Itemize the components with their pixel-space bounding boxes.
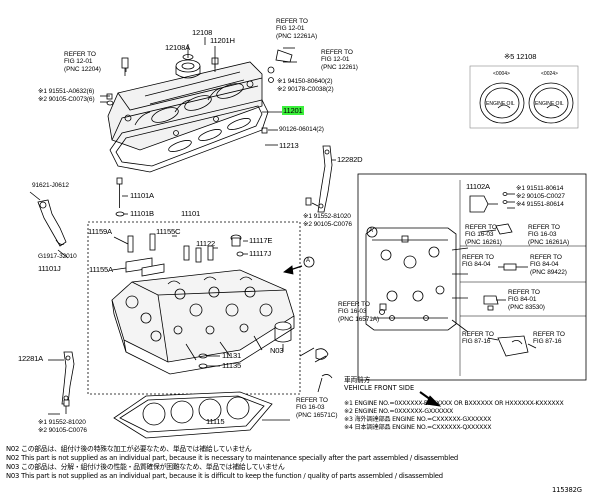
part-91551-a0632[interactable]: ※1 91551-A0632(6) xyxy=(38,88,95,95)
part-11213[interactable]: 11213 xyxy=(279,141,299,150)
cover-gasket xyxy=(109,99,269,173)
engine-hanger-12281a xyxy=(48,351,75,415)
cap-left-label: <0004> xyxy=(493,71,510,77)
inset-part-91551-80614[interactable]: ※4 91551-80614 xyxy=(516,201,564,208)
cylinder-head-cover xyxy=(107,61,263,151)
inset-marker-a-label: A xyxy=(369,228,373,234)
inset-hose-fitting xyxy=(479,223,513,235)
engine-hanger-12282d xyxy=(305,145,336,213)
part-12108a[interactable]: 12108A xyxy=(165,43,190,52)
inset-ref-87-16a[interactable]: REFER TO FIG 87-16 xyxy=(462,331,494,346)
part-94150[interactable]: ※1 94150-80640(2) xyxy=(277,78,333,85)
part-11101b[interactable]: 11101B xyxy=(130,209,154,218)
part-g1917[interactable]: G1917-32010 xyxy=(38,253,77,260)
part-91552-81020[interactable]: ※1 91552-81020 xyxy=(303,213,351,220)
part-90105-b[interactable]: ※2 90105-C0076 xyxy=(38,427,87,434)
part-12282d[interactable]: 12282D xyxy=(337,155,363,164)
oil-filler-cap xyxy=(175,54,201,79)
engine-note-3: ※3 海外調達部品 ENGINE NO.=CXXXXXX-GXXXXXX xyxy=(344,416,492,423)
part-11117j[interactable]: 11117J xyxy=(249,249,272,258)
cap-detail-box xyxy=(469,65,579,129)
footnote-n03-jp: N03 この部品は、分解・組付け後の性能・品質確保が困難なため、単品では補給して… xyxy=(6,463,285,471)
head-gasket xyxy=(113,391,290,439)
part-90105-c0076[interactable]: ※2 90105-C0076 xyxy=(303,221,352,228)
part-90126[interactable]: 90126-06014(2) xyxy=(279,126,324,133)
bolt-top-11201h xyxy=(211,57,219,72)
inset-part-91511-80614[interactable]: ※1 91511-80614 xyxy=(516,185,564,192)
part-91621[interactable]: 91621-J0612 xyxy=(32,182,69,189)
part-12108[interactable]: 12108 xyxy=(192,28,213,37)
part-11155c[interactable]: 11155C xyxy=(156,227,181,236)
cap-right-label: <0024> xyxy=(541,71,558,77)
bolt-90126 xyxy=(261,127,268,134)
ref-12204[interactable]: REFER TO FIG 12-01 (PNC 12204) xyxy=(64,51,101,73)
inset-ref-87-16b[interactable]: REFER TO FIG 87-16 xyxy=(533,331,565,346)
cap-title: ※5 12108 xyxy=(504,52,537,61)
inset-sensor-89422 xyxy=(498,263,528,271)
footnote-n02-jp: N02 この部品は、組付け後の特殊な加工が必要なため、単品では補給していません xyxy=(6,445,252,453)
engine-note-4: ※4 日本調達部品 ENGINE NO.=CXXXXXX-QXXXXXX xyxy=(344,424,492,431)
inset-marker-a xyxy=(366,226,378,238)
bolt-top-left xyxy=(121,57,129,76)
ref-16571a[interactable]: REFER TO FIG 16-03 (PNC 16571A) xyxy=(338,301,380,323)
part-11101j[interactable]: 11101J xyxy=(38,264,61,273)
inset-part-90105-c0027[interactable]: ※2 90105-C0027 xyxy=(516,193,565,200)
bracket-12261 xyxy=(267,49,293,83)
ref-16571c[interactable]: REFER TO FIG 16-03 (PNC 16571C) xyxy=(296,397,338,419)
head-bolt-11101a xyxy=(115,177,128,217)
inset-hose-87-16 xyxy=(487,335,537,357)
side-view-inset xyxy=(357,173,587,381)
ref-12261[interactable]: REFER TO FIG 12-01 (PNC 12261) xyxy=(321,49,358,71)
inset-ref-89422[interactable]: REFER TO FIG 84-04 (PNC 89422) xyxy=(530,254,567,276)
part-11101a[interactable]: 11101A xyxy=(130,191,154,200)
part-n03[interactable]: N03 xyxy=(270,346,284,355)
part-12281a[interactable]: 12281A xyxy=(18,354,43,363)
figure-id: 115382G xyxy=(552,486,582,494)
inset-oil-pressure-switch xyxy=(469,192,515,213)
inset-sensor-83530 xyxy=(483,295,506,311)
part-11115[interactable]: 11115 xyxy=(206,417,225,426)
spark-plug-tube-n03 xyxy=(274,321,292,352)
footnote-n02-en: N02 This part is not supplied as an indi… xyxy=(6,454,459,462)
part-11122[interactable]: 11122 xyxy=(196,239,215,248)
part-90178[interactable]: ※2 90178-C0038(2) xyxy=(277,86,334,93)
inset-ref-84-04a[interactable]: REFER TO FIG 84-04 xyxy=(462,254,494,269)
part-11159a[interactable]: 11159A xyxy=(88,227,112,236)
oil-control-valve xyxy=(29,191,69,259)
part-11201-highlight[interactable]: 11201 xyxy=(282,106,304,115)
part-11135[interactable]: 11135 xyxy=(222,361,241,370)
part-11117e[interactable]: 11117E xyxy=(249,236,273,245)
vehicle-front-jp: 車両前方 xyxy=(344,376,371,384)
vehicle-front-en: VEHICLE FRONT SIDE xyxy=(344,384,415,392)
side-view-head xyxy=(365,227,469,333)
part-90105-c0073[interactable]: ※2 90105-C0073(6) xyxy=(38,96,95,103)
engine-note-1: ※1 ENGINE NO.=0XXXXXX-BXXXXXX OR BXXXXXX… xyxy=(344,400,564,407)
footnote-n03-en: N03 This part is not supplied as an indi… xyxy=(6,472,443,480)
hose-16571 xyxy=(299,347,333,393)
cap-right-text: ENGINE OIL xyxy=(535,101,564,107)
part-11101[interactable]: 11101 xyxy=(181,209,200,218)
cylinder-head xyxy=(111,269,295,375)
inset-ref-16261[interactable]: REFER TO FIG 16-03 (PNC 16261) xyxy=(465,224,502,246)
view-arrow-a xyxy=(283,256,315,275)
part-11155a[interactable]: 11155A xyxy=(89,265,113,274)
part-11131[interactable]: 11131 xyxy=(222,351,241,360)
marker-a-label: A xyxy=(306,258,310,264)
part-11201h[interactable]: 11201H xyxy=(210,36,235,45)
inset-part-11102a[interactable]: 11102A xyxy=(466,182,490,191)
part-11201: 11201 xyxy=(282,106,304,115)
valve-seals xyxy=(198,353,220,369)
valve-lifters xyxy=(111,233,248,277)
inset-ref-83530[interactable]: REFER TO FIG 84-01 (PNC 83530) xyxy=(508,289,545,311)
vehicle-front-arrow xyxy=(419,391,442,407)
inset-ref-16261a[interactable]: REFER TO FIG 16-03 (PNC 16261A) xyxy=(528,224,570,246)
ref-12261a[interactable]: REFER TO FIG 12-01 (PNC 12261A) xyxy=(276,18,318,40)
part-91552-b[interactable]: ※1 91552-81020 xyxy=(38,419,86,426)
washer-small xyxy=(106,93,114,106)
engine-note-2: ※2 ENGINE NO.=0XXXXXX-GXXXXXX xyxy=(344,408,454,415)
cap-left-text: ENGINE OIL xyxy=(486,101,515,107)
